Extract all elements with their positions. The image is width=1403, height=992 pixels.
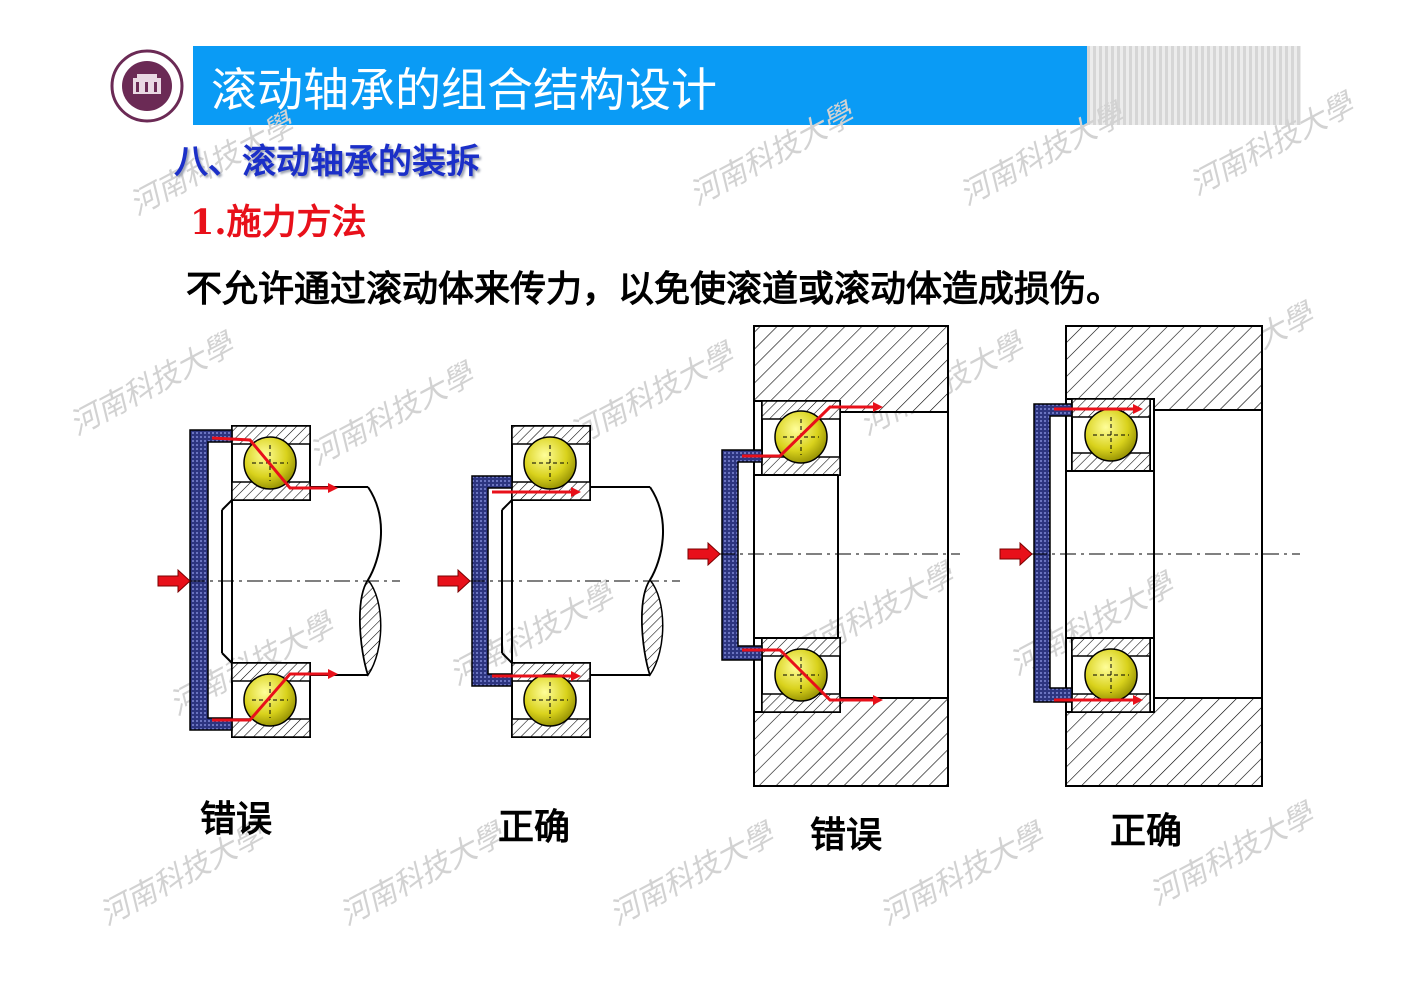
caption-correct-1: 正确 [498, 806, 571, 848]
header-decoration [1087, 46, 1301, 125]
bearing-top [761, 400, 841, 476]
force-arrow [687, 541, 721, 567]
section-heading: 八、滚动轴承的装拆 [174, 142, 480, 182]
caption-wrong-2: 错误 [810, 814, 883, 856]
figure-4-correct [999, 325, 1300, 787]
principle-statement: 不允许通过滚动体来传力，以免使滚道或滚动体造成损伤。 [186, 269, 1123, 310]
bearing-top [511, 425, 591, 501]
caption-wrong-1: 错误 [200, 798, 273, 840]
force-arrow [157, 568, 191, 594]
force-path [211, 436, 338, 493]
force-arrow [437, 568, 471, 594]
page-title: 滚动轴承的组合结构设计 [211, 63, 717, 117]
housing [753, 325, 949, 787]
bearing-top [1071, 398, 1151, 472]
figure-3-wrong [687, 325, 960, 787]
bearing-bottom [231, 662, 311, 738]
force-arrow [999, 541, 1033, 567]
mounting-tool [721, 449, 763, 661]
bearing-bottom [511, 662, 591, 738]
housing [1065, 325, 1263, 787]
shaft [501, 486, 664, 677]
slide-header: 滚动轴承的组合结构设计 [101, 46, 1301, 125]
force-path [212, 669, 338, 722]
title-bar: 滚动轴承的组合结构设计 [193, 46, 1087, 125]
force-path [742, 648, 883, 705]
mounting-tool [189, 429, 233, 731]
figure-1-wrong [157, 425, 400, 738]
force-path [742, 402, 883, 458]
caption-correct-2: 正确 [1110, 810, 1183, 852]
university-logo [101, 46, 193, 125]
mounting-tool [471, 475, 513, 687]
figure-2-correct [437, 425, 680, 738]
subsection-heading: 1.施力方法 [190, 202, 367, 243]
